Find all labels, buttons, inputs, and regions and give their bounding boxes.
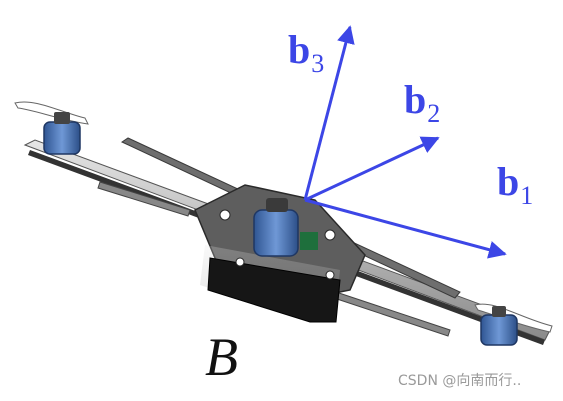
lower-rail: [97, 181, 191, 217]
axis-b3-arrow: [303, 25, 355, 201]
battery: [207, 257, 341, 323]
left-motor: [43, 121, 81, 155]
frame-hole: [325, 270, 335, 280]
left-propeller: [14, 101, 89, 125]
frame-label: B: [205, 327, 238, 387]
center-motor-cap: [266, 198, 288, 212]
right-motor: [480, 314, 518, 346]
body-frame-axes: [303, 25, 507, 259]
left-motor-cap: [54, 112, 70, 124]
axis-b2-arrow: [304, 136, 440, 202]
axis-label-b2: b2: [404, 77, 441, 128]
frame-hole: [324, 229, 336, 241]
frame-hole: [219, 209, 231, 221]
drone-body: [14, 101, 553, 346]
axis-label-b1: b1: [497, 159, 534, 210]
watermark: CSDN @向南而行..: [398, 373, 522, 389]
right-motor-cap: [492, 306, 506, 317]
axis-b1-arrow: [304, 198, 507, 259]
esc-board: [300, 232, 318, 250]
center-motor: [253, 209, 299, 257]
left-motor-assembly: [14, 101, 89, 155]
right-motor-assembly: [474, 303, 553, 346]
axis-label-b3: b3: [288, 27, 325, 78]
frame-hole: [235, 257, 245, 267]
